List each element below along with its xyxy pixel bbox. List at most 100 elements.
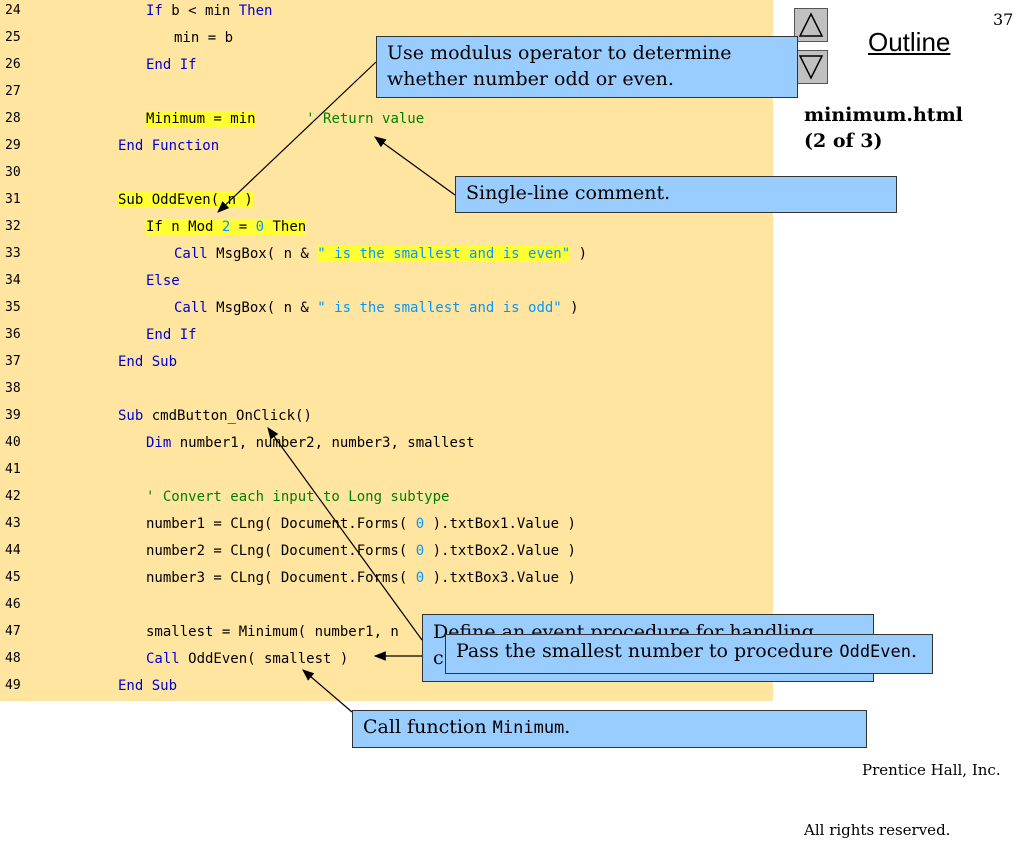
code-text: If b < min Then	[146, 2, 272, 20]
code-token: number1 = CLng( Document.Forms(	[146, 516, 416, 532]
line-number: 27	[5, 84, 21, 99]
code-line: 42' Convert each input to Long subtype	[0, 488, 773, 515]
call-minimum-callout: Call function Minimum.	[352, 710, 867, 748]
code-text: If n Mod 2 = 0 Then	[146, 218, 307, 236]
line-number: 30	[5, 165, 21, 180]
next-slide-button[interactable]	[794, 50, 828, 84]
line-number: 38	[5, 381, 21, 396]
code-line: 34 Else	[0, 272, 773, 299]
code-token: number2 = CLng( Document.Forms(	[146, 543, 416, 559]
code-token: Then	[264, 219, 307, 235]
code-line: 39 Sub cmdButton_OnClick()	[0, 407, 773, 434]
code-token: )	[570, 246, 588, 262]
file-title-part: (2 of 3)	[804, 130, 883, 152]
previous-slide-button[interactable]	[794, 8, 828, 42]
code-line: 44 number2 = CLng( Document.Forms( 0 ).tx…	[0, 542, 773, 569]
code-text: Call MsgBox( n & " is the smallest and i…	[174, 299, 579, 317]
line-number: 24	[5, 3, 21, 18]
line-number: 35	[5, 300, 21, 315]
line-number: 36	[5, 327, 21, 342]
code-token: MsgBox( n &	[207, 246, 318, 262]
code-token: b < min	[162, 3, 239, 19]
code-text: End If	[146, 326, 197, 344]
code-token: Sub OddEven( n )	[118, 192, 253, 208]
event-procedure-callout-text-2: c	[433, 647, 444, 669]
code-token: 0	[255, 219, 265, 235]
code-token: 0	[415, 570, 425, 586]
code-line: 35 Call MsgBox( n & " is the smallest and…	[0, 299, 773, 326]
line-number: 49	[5, 678, 21, 693]
modulus-arrow	[217, 61, 377, 213]
comment-callout-text: Single-line comment.	[466, 182, 671, 204]
code-text: End Sub	[118, 677, 177, 695]
code-token: End Sub	[118, 678, 178, 694]
copyright-line2: All rights reserved.	[804, 821, 951, 839]
outline-link[interactable]: Outline	[868, 27, 951, 57]
code-text: End Function	[118, 137, 219, 155]
code-token: Else	[146, 273, 180, 289]
code-token: " is the smallest and is odd"	[317, 300, 562, 316]
line-number: 26	[5, 57, 21, 72]
line-number: 34	[5, 273, 21, 288]
line-number: 44	[5, 543, 21, 558]
callout-arrows	[217, 61, 456, 713]
code-token: Call	[174, 300, 208, 316]
line-number: 28	[5, 111, 21, 126]
code-line: 46	[0, 596, 773, 623]
code-token: Sub	[118, 408, 144, 424]
pass-callout-text: Pass the smallest number to procedure	[456, 640, 840, 662]
code-token: )	[561, 300, 579, 316]
code-line: 37 End Sub	[0, 353, 773, 380]
code-text: number3 = CLng( Document.Forms( 0 ).txtB…	[146, 569, 576, 587]
code-text: min = b	[174, 29, 233, 47]
code-text: number2 = CLng( Document.Forms( 0 ).txtB…	[146, 542, 576, 560]
code-token: number3 = CLng( Document.Forms(	[146, 570, 416, 586]
line-number: 25	[5, 30, 21, 45]
code-text: Call MsgBox( n & " is the smallest and i…	[174, 245, 587, 263]
code-token: Call	[174, 246, 208, 262]
code-text: End Sub	[118, 353, 177, 371]
line-number: 46	[5, 597, 21, 612]
code-line: 49 End Sub	[0, 677, 773, 704]
code-line: 24 If b < min Then	[0, 2, 773, 29]
code-token: MsgBox( n &	[207, 300, 318, 316]
code-line: 36 End If	[0, 326, 773, 353]
pass-smallest-callout: Pass the smallest number to procedure Od…	[445, 634, 933, 674]
line-number: 40	[5, 435, 21, 450]
code-text: number1 = CLng( Document.Forms( 0 ).txtB…	[146, 515, 576, 533]
call-arrow	[302, 669, 353, 713]
code-token: End Function	[118, 138, 220, 154]
pass-callout-end: .	[911, 640, 918, 662]
file-title-name: minimum.html	[804, 104, 963, 126]
code-line: 41	[0, 461, 773, 488]
line-number: 29	[5, 138, 21, 153]
code-token: Minimum = min	[146, 111, 256, 127]
line-number: 48	[5, 651, 21, 666]
code-token: cmdButton_OnClick()	[143, 408, 312, 424]
comment-arrow	[374, 136, 456, 196]
code-line: 30	[0, 164, 773, 191]
code-text: Call OddEven( smallest )	[146, 650, 348, 668]
pass-callout-code: OddEven	[839, 642, 911, 662]
line-number: 45	[5, 570, 21, 585]
modulus-callout: Use modulus operator to determine whethe…	[376, 36, 798, 98]
code-token: Then	[238, 3, 273, 19]
code-line: 45 number3 = CLng( Document.Forms( 0 ).tx…	[0, 569, 773, 596]
code-token: End If	[146, 327, 197, 343]
line-number: 41	[5, 462, 21, 477]
line-number: 39	[5, 408, 21, 423]
code-text: End If	[146, 56, 197, 74]
modulus-callout-text: Use modulus operator to determine whethe…	[387, 42, 732, 90]
code-text: Else	[146, 272, 180, 290]
code-token: ' Return value	[306, 111, 425, 127]
code-token: " is the smallest and is even"	[317, 246, 571, 262]
code-token: smallest = Minimum( number1, n	[146, 624, 399, 640]
call-callout-code: Minimum	[492, 718, 565, 738]
line-number: 42	[5, 489, 21, 504]
code-token: OddEven( smallest )	[179, 651, 349, 667]
line-number: 37	[5, 354, 21, 369]
